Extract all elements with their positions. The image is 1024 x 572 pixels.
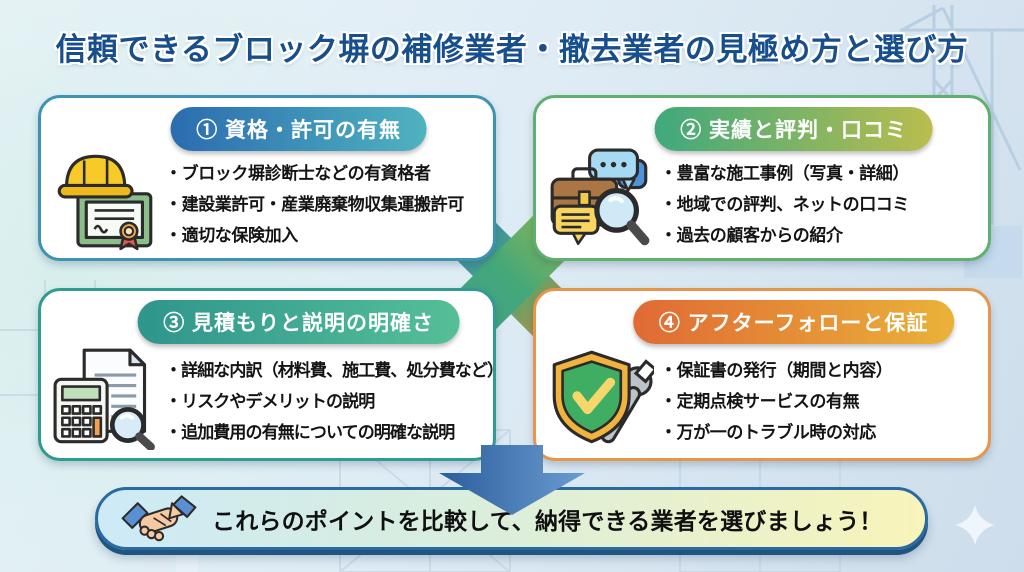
card-items: ・豊富な施工事例（写真・詳細） ・地域での評判、ネットの口コミ ・過去の顧客から… <box>660 158 909 251</box>
card-items: ・詳細な内訳（材料費、施工費、処分費など） ・リスクやデメリットの説明 ・追加費… <box>165 355 504 448</box>
list-item: ・建設業許可・産業廃棄物収集運搬許可 <box>165 195 464 214</box>
card-qualifications: ① 資格・許可の有無 ・ブロック塀診断士などの有資格 <box>38 95 496 261</box>
card-aftercare-warranty: ④ アフターフォローと保証 ・保証書の発行（期間と内容） ・定期点検サービスの有… <box>533 288 991 461</box>
shield-wrench-icon <box>546 346 658 450</box>
handshake-icon <box>121 494 197 541</box>
list-item: ・豊富な施工事例（写真・詳細） <box>660 164 909 183</box>
list-item: ・定期点検サービスの有無 <box>660 392 860 411</box>
card-estimate-clarity-header: ③ 見積もりと説明の明確さ <box>137 300 461 344</box>
list-item: ・追加費用の有無についての明確な説明 <box>165 423 455 442</box>
list-item: ・リスクやデメリットの説明 <box>165 392 375 411</box>
card-qualifications-header: ① 資格・許可の有無 <box>170 107 428 151</box>
card-items: ・ブロック塀診断士などの有資格者 ・建設業許可・産業廃棄物収集運搬許可 ・適切な… <box>165 158 464 251</box>
list-item: ・適切な保険加入 <box>165 226 298 245</box>
conclusion-text: これらのポイントを比較して、納得できる業者を選びましょう！ <box>212 507 883 534</box>
calculator-document-icon <box>51 346 159 452</box>
briefcase-search-icon <box>546 148 654 252</box>
sparkle-icon <box>955 505 995 545</box>
list-item: ・地域での評判、ネットの口コミ <box>660 195 909 214</box>
down-arrow-icon <box>439 445 585 515</box>
list-item: ・過去の顧客からの紹介 <box>660 226 843 245</box>
card-track-record-header: ② 実績と評判・口コミ <box>654 107 934 151</box>
card-track-record: ② 実績と評判・口コミ <box>533 95 991 261</box>
list-item: ・保証書の発行（期間と内容） <box>660 361 893 380</box>
card-items: ・保証書の発行（期間と内容） ・定期点検サービスの有無 ・万が一のトラブル時の対… <box>660 355 893 448</box>
list-item: ・詳細な内訳（材料費、施工費、処分費など） <box>165 361 504 380</box>
list-item: ・ブロック塀診断士などの有資格者 <box>165 164 431 183</box>
list-item: ・万が一のトラブル時の対応 <box>660 423 876 442</box>
card-aftercare-warranty-header: ④ アフターフォローと保証 <box>632 300 955 344</box>
page-title: 信頼できるブロック塀の補修業者・撤去業者の見極め方と選び方 <box>55 32 969 67</box>
helmet-certificate-icon <box>51 148 159 252</box>
card-estimate-clarity: ③ 見積もりと説明の明確さ <box>38 288 504 461</box>
